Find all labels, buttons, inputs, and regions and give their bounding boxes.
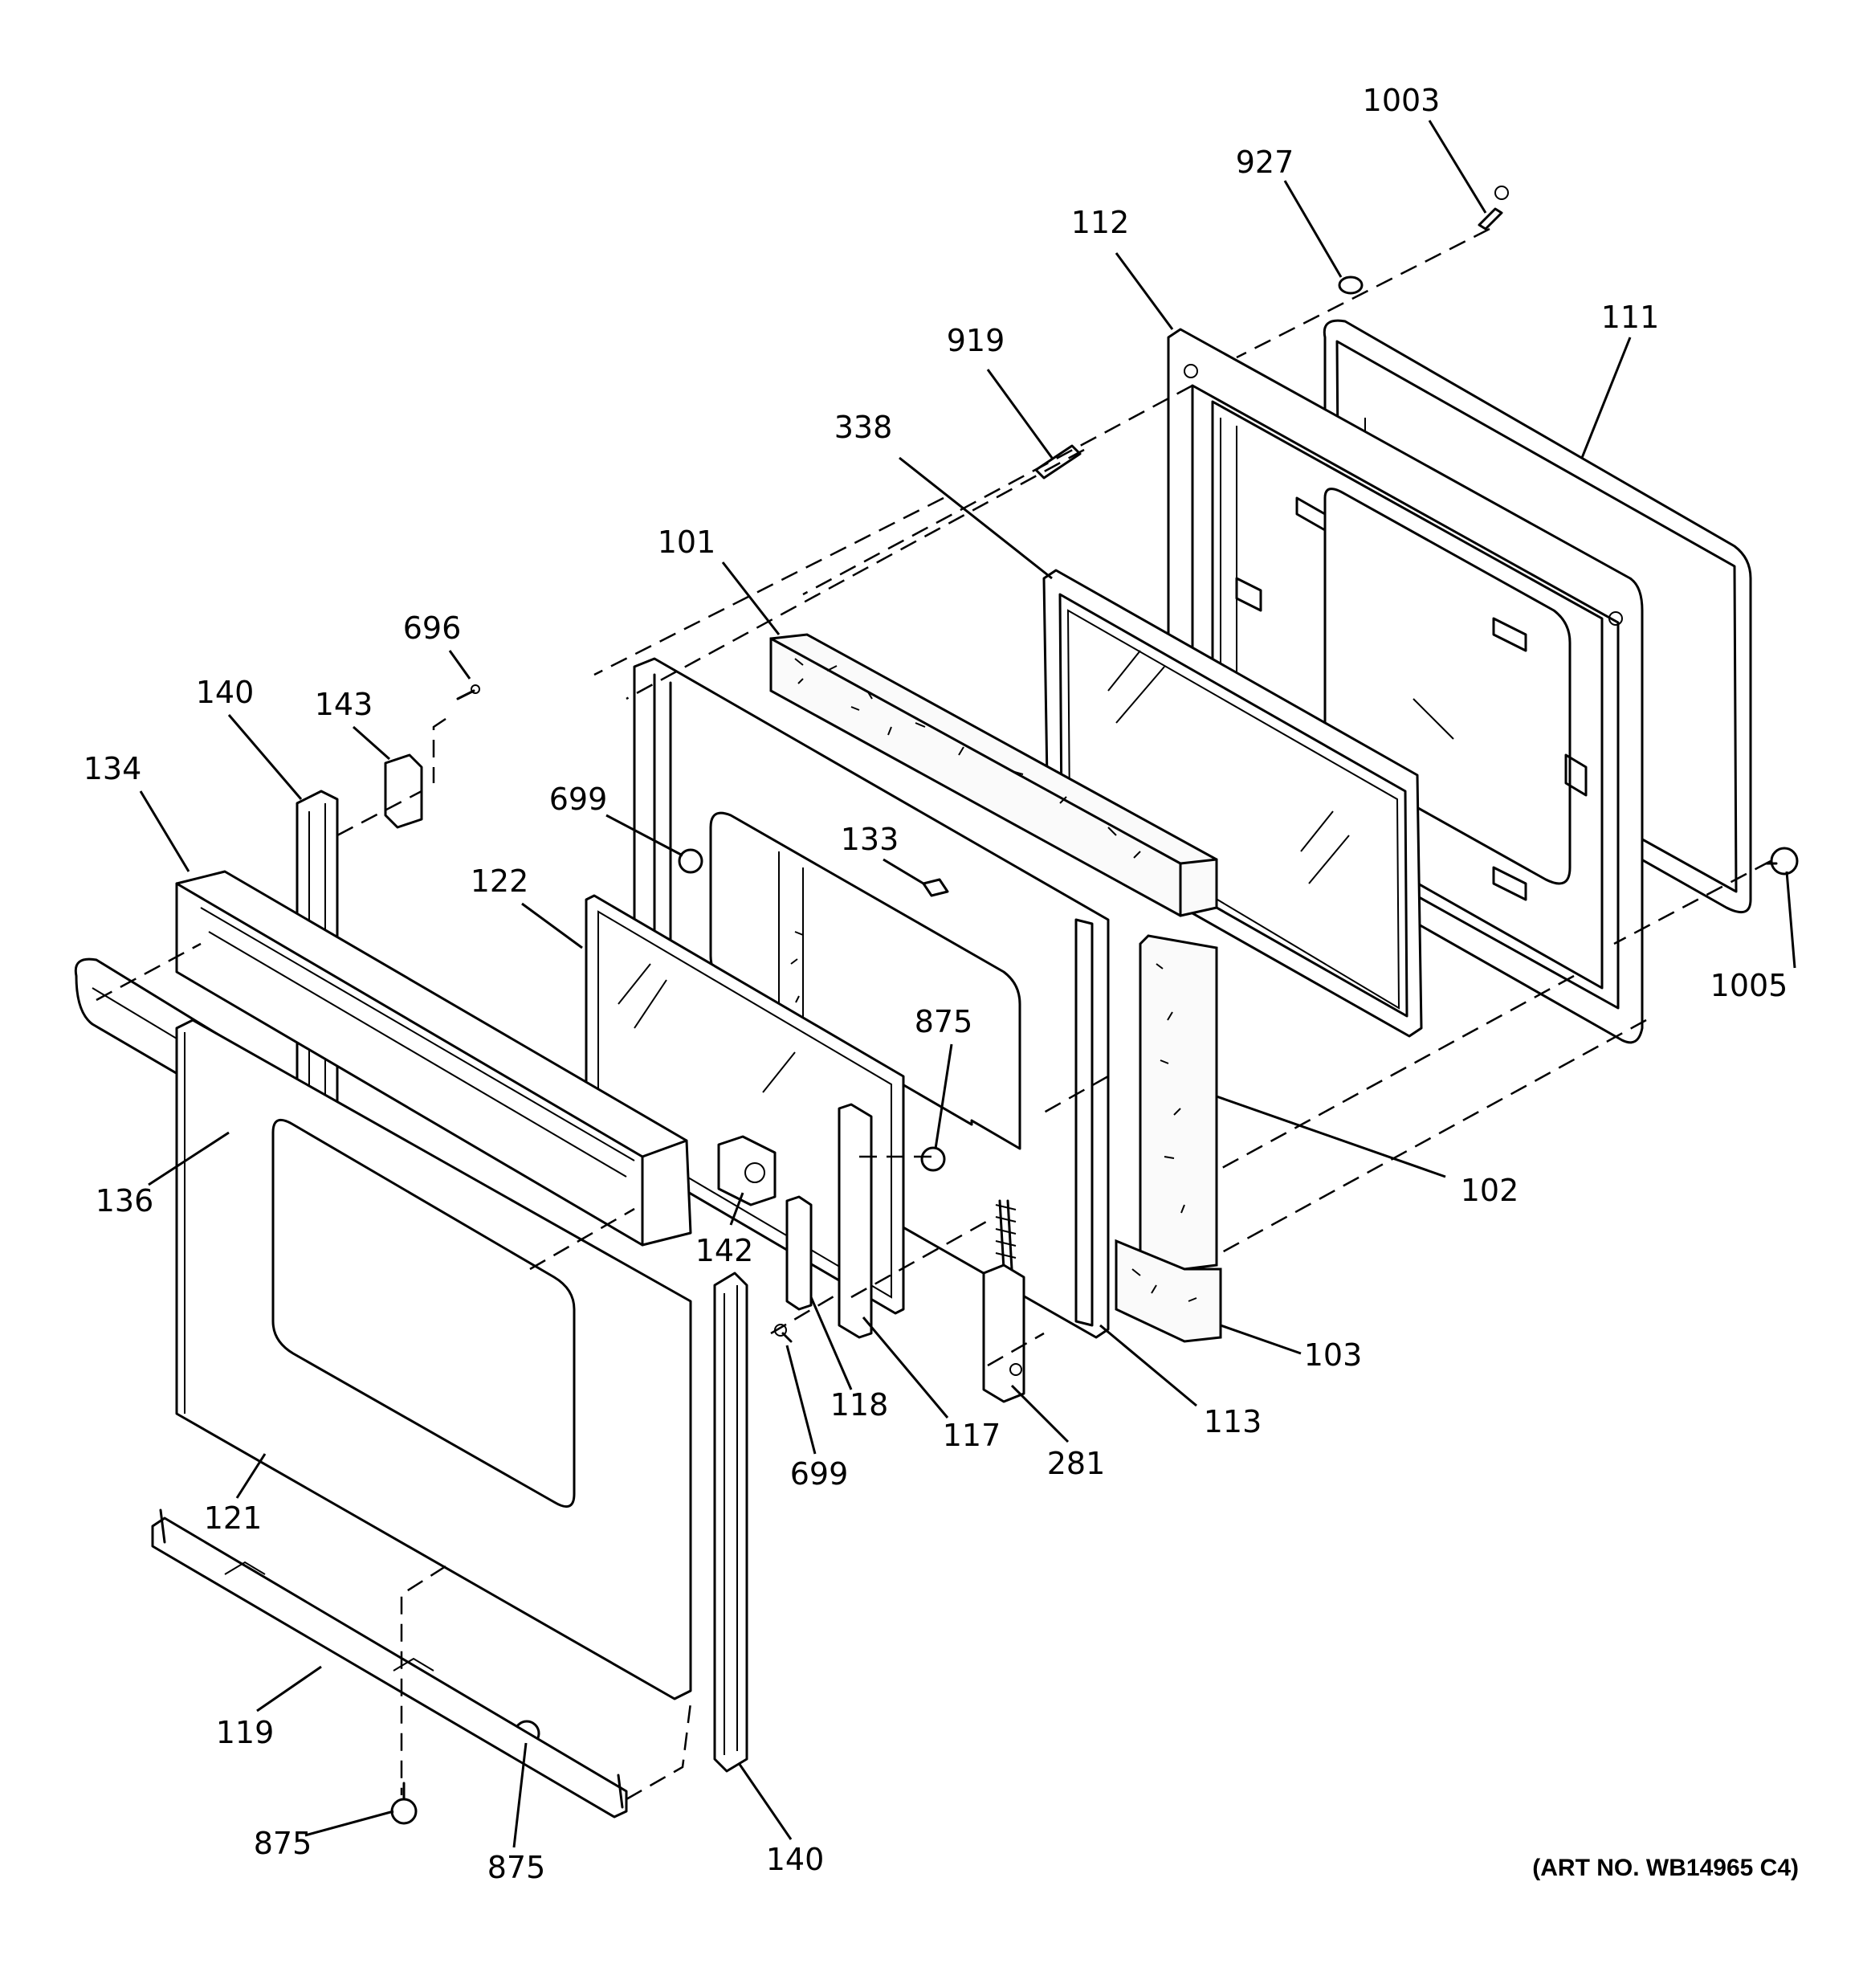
callout-142: 142	[695, 1233, 754, 1268]
part-696-screw	[456, 684, 480, 700]
part-143-hinge-bracket	[384, 753, 423, 829]
callout-699-lower: 699	[790, 1456, 849, 1492]
leader-lines	[139, 120, 1796, 1848]
art-number: (ART NO. WB14965 C4)	[1532, 1855, 1799, 1881]
callout-112: 112	[1071, 205, 1130, 240]
callout-338: 338	[834, 410, 893, 445]
part-1003-screw	[1478, 186, 1509, 231]
callout-113: 113	[1204, 1404, 1262, 1439]
part-927-washer	[1338, 276, 1364, 295]
part-121-outer-door-panel	[175, 1018, 692, 1700]
callout-140-left: 140	[196, 675, 255, 710]
callout-875-bottom-right: 875	[487, 1850, 546, 1885]
part-122-middle-glass	[585, 894, 905, 1315]
assembly-lines	[96, 227, 1771, 1801]
part-699-screw-upper	[678, 848, 703, 874]
callout-143: 143	[315, 687, 373, 722]
part-133-clip	[922, 878, 949, 897]
callout-136: 136	[96, 1183, 154, 1219]
callout-875-bottom-left: 875	[254, 1826, 312, 1861]
part-281-hinge	[982, 1199, 1025, 1403]
callout-133: 133	[841, 822, 899, 857]
callout-134: 134	[84, 751, 142, 786]
part-102-side-insulation	[1139, 934, 1218, 1271]
callout-927: 927	[1236, 145, 1294, 180]
part-1005-screw	[1765, 847, 1799, 876]
callout-119: 119	[216, 1715, 275, 1750]
callout-labels: 1003 927 112 111 919 338 101 696 140 143…	[84, 83, 1788, 1885]
part-875-screw-middle	[920, 1146, 946, 1172]
callout-699-upper: 699	[549, 782, 608, 817]
callout-1003: 1003	[1363, 83, 1441, 118]
part-875-screw-bottom-left	[390, 1782, 418, 1825]
callout-140-right: 140	[766, 1842, 825, 1877]
callout-696: 696	[403, 610, 462, 646]
callout-118: 118	[830, 1387, 889, 1423]
part-112-inner-door-panel	[1167, 328, 1644, 1044]
callout-102: 102	[1461, 1173, 1519, 1208]
part-101-top-insulation	[769, 633, 1218, 917]
part-119-bottom-trim	[151, 1508, 628, 1819]
callout-121: 121	[204, 1500, 263, 1536]
callout-281: 281	[1047, 1446, 1106, 1481]
part-142-latch-bracket	[717, 1135, 777, 1206]
part-134-top-trim	[175, 870, 692, 1247]
part-118-hinge-receiver	[785, 1195, 813, 1311]
callout-101: 101	[658, 525, 716, 560]
callout-103: 103	[1304, 1337, 1363, 1373]
callout-111: 111	[1601, 300, 1660, 335]
callout-1005: 1005	[1710, 968, 1788, 1003]
part-140-side-trim-right	[713, 1272, 748, 1773]
callout-875-middle: 875	[915, 1004, 973, 1039]
callout-117: 117	[943, 1418, 1001, 1453]
callout-919: 919	[947, 323, 1005, 358]
part-103-bottom-insulation	[1115, 1239, 1222, 1343]
callout-122: 122	[471, 863, 529, 899]
part-117-hinge-receiver	[838, 1103, 873, 1339]
part-919-spacer	[1034, 444, 1082, 480]
